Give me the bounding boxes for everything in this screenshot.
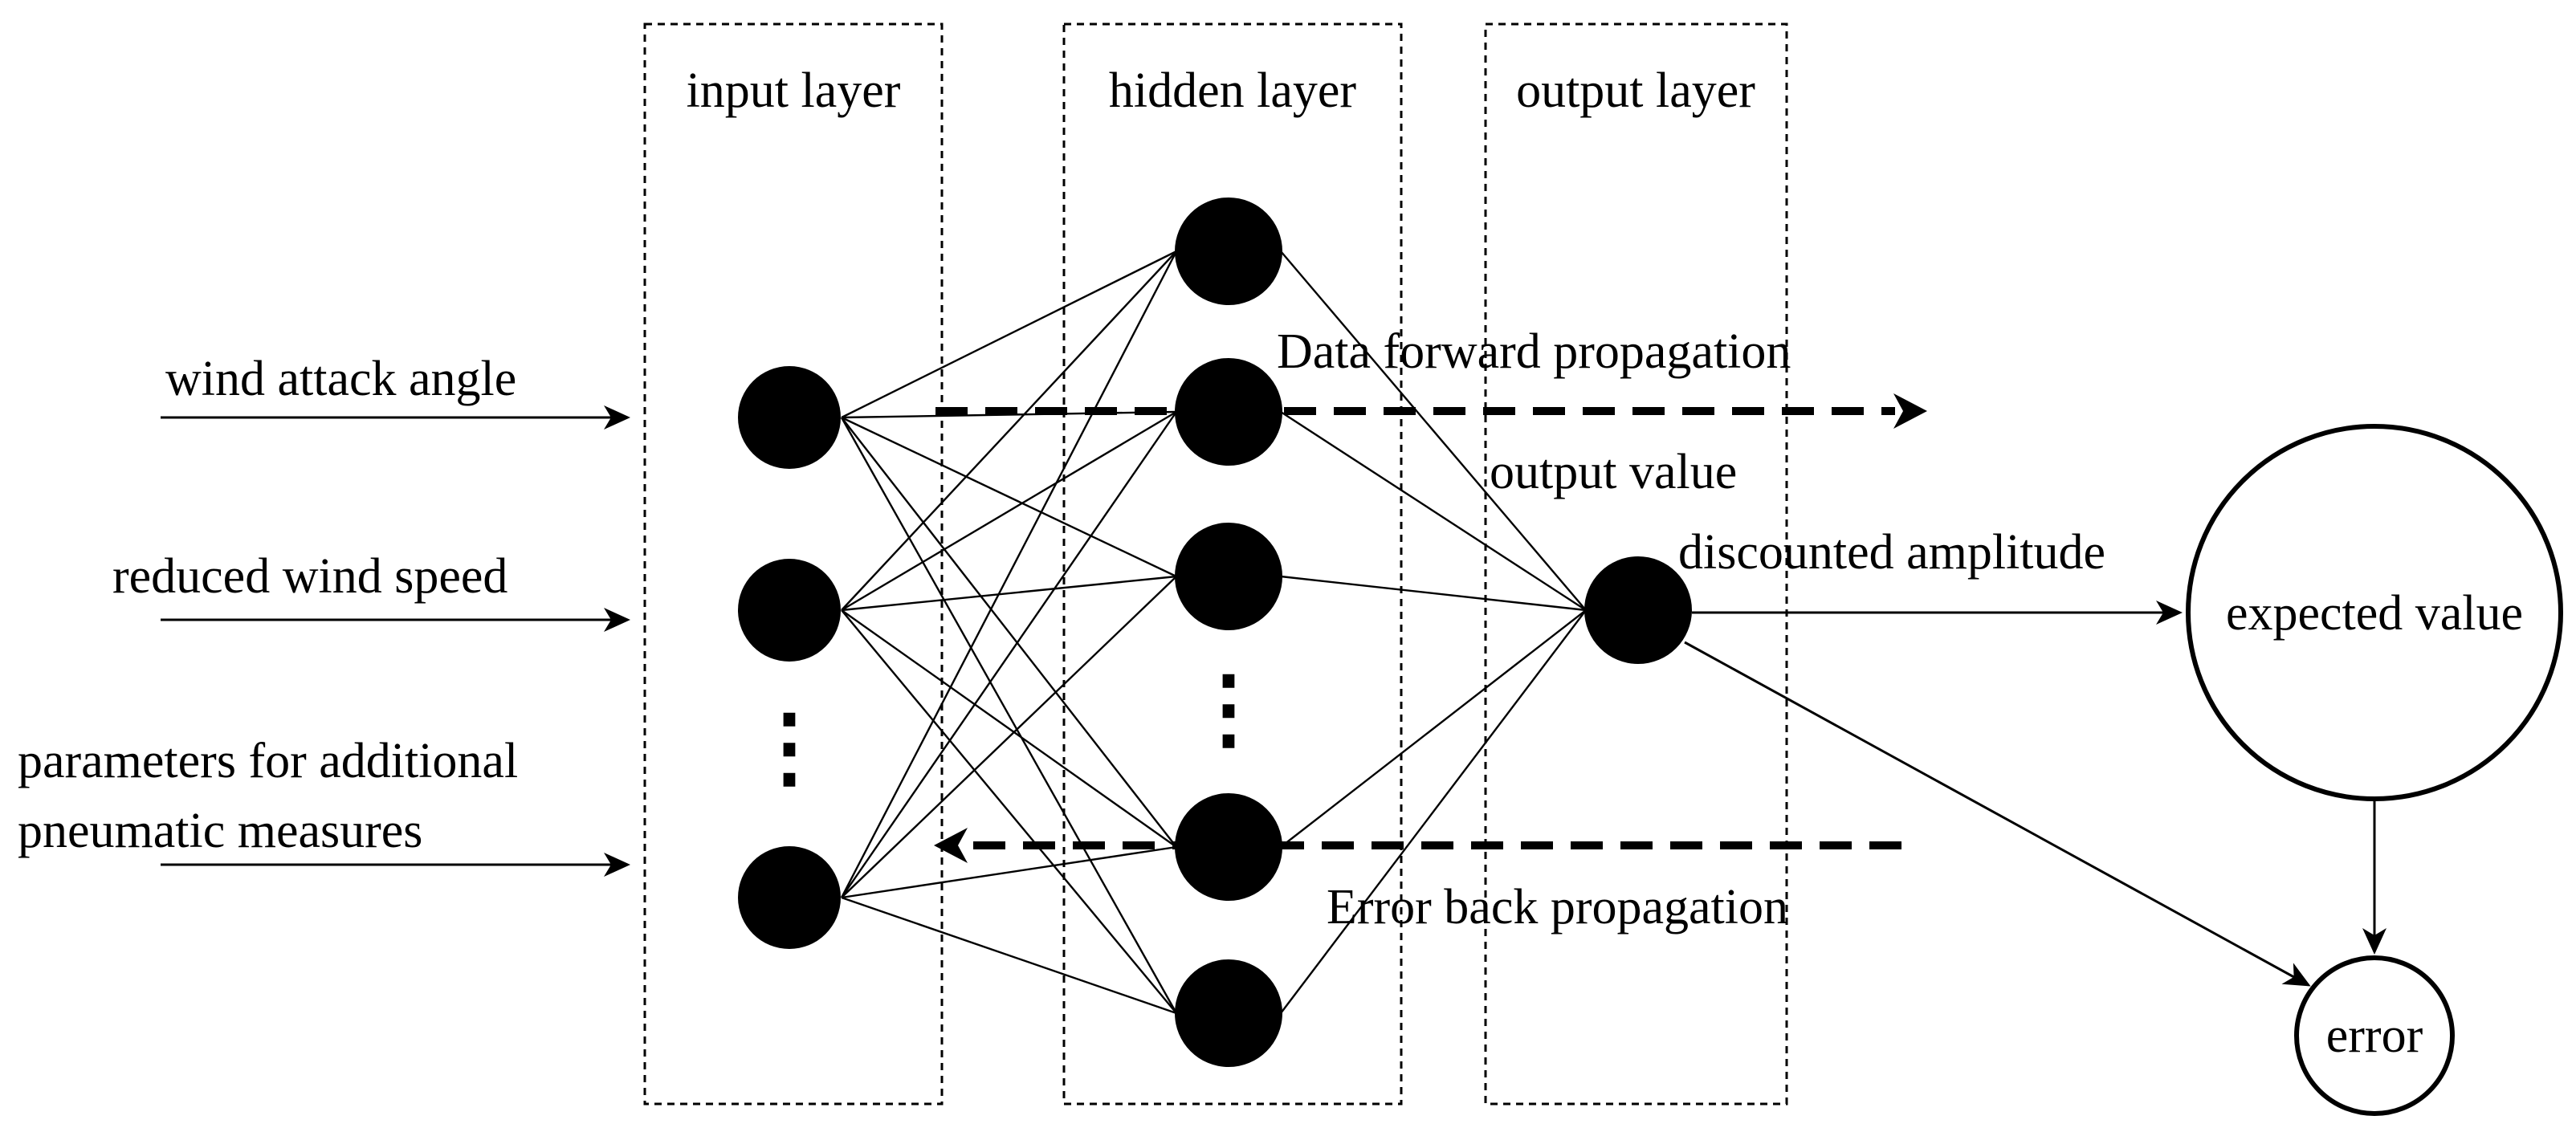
label-reduced-wind-speed: reduced wind speed [112, 549, 507, 604]
hidden-node-1 [1175, 198, 1282, 305]
label-params-line1: parameters for additional [18, 734, 518, 788]
hidden-node-5 [1175, 959, 1282, 1067]
input-node-2 [738, 559, 841, 662]
hidden-node-3 [1175, 523, 1282, 630]
hidden-ellipsis: ⋮ [1184, 660, 1273, 758]
forward-arrowhead [1893, 393, 1927, 429]
label-output-value: output value [1490, 445, 1737, 499]
input-layer-box [643, 22, 944, 1106]
hidden-layer-box [1062, 22, 1403, 1106]
label-wind-attack-angle: wind attack angle [165, 352, 516, 406]
input-node-1 [738, 366, 841, 469]
label-error: error [2326, 1008, 2423, 1063]
input-node-n [738, 846, 841, 949]
label-back-propagation: Error back propagation [1327, 880, 1788, 935]
label-expected-value: expected value [2226, 586, 2523, 641]
hidden-output-connections [1280, 250, 1587, 1014]
label-params-line2: pneumatic measures [18, 804, 422, 858]
output-layer-box [1484, 22, 1788, 1106]
input-layer-label: input layer [687, 63, 901, 118]
output-to-error-arrow [1684, 641, 2311, 987]
back-arrowhead [934, 828, 968, 863]
hidden-node-2 [1175, 358, 1282, 466]
input-ellipsis: ⋮ [745, 698, 834, 796]
output-layer-label: output layer [1516, 63, 1755, 118]
error-node [2294, 955, 2455, 1116]
output-node [1584, 556, 1692, 664]
input-hidden-connections [840, 250, 1178, 1015]
label-discounted-amplitude: discounted amplitude [1678, 525, 2105, 580]
hidden-layer-label: hidden layer [1109, 63, 1357, 118]
label-forward-propagation: Data forward propagation [1277, 324, 1791, 379]
